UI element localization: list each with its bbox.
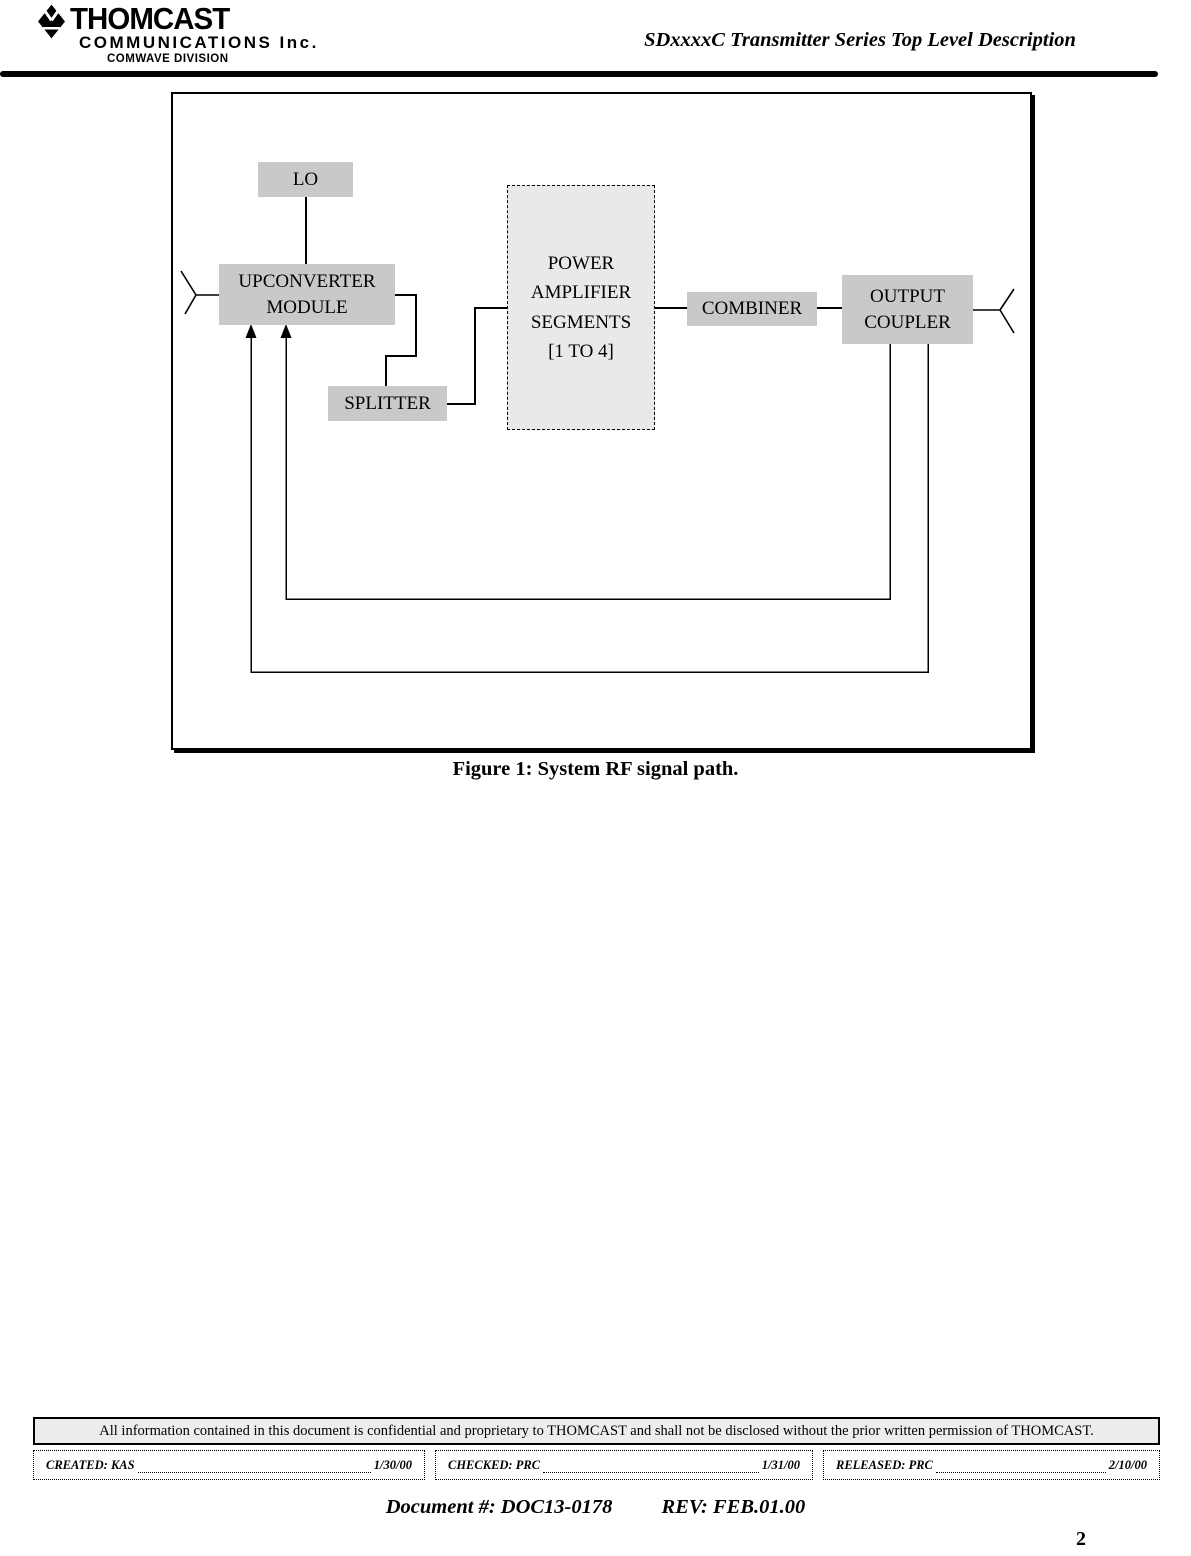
wire-upconverter-to-splitter [385, 294, 417, 386]
approval-released-cell: RELEASED: PRC 2/10/00 [823, 1450, 1160, 1480]
block-power-amplifier-segments: POWER AMPLIFIER SEGMENTS [1 TO 4] [507, 185, 655, 430]
wire-feedback-inner [285, 337, 891, 600]
dot-leader [137, 1457, 371, 1474]
page-number: 2 [1076, 1528, 1086, 1550]
block-lo: LO [258, 162, 353, 197]
block-combiner: COMBINER [687, 292, 817, 326]
wire-feedback-outer [250, 337, 929, 673]
block-upconverter-module: UPCONVERTER MODULE [219, 264, 395, 325]
company-name: THOMCAST [70, 1, 230, 36]
document-title: SDxxxxC Transmitter Series Top Level Des… [644, 29, 1076, 51]
revision: REV: FEB.01.00 [661, 1496, 806, 1518]
company-subtitle: COMMUNICATIONS Inc. [79, 33, 319, 52]
arrowhead-feedback-outer [245, 324, 257, 338]
confidentiality-notice: All information contained in this docume… [33, 1417, 1160, 1445]
approval-created-cell: CREATED: KAS 1/30/00 [33, 1450, 425, 1480]
approvals-table: CREATED: KAS 1/30/00 CHECKED: PRC 1/31/0… [33, 1450, 1160, 1480]
signal-path-lines [180, 197, 1015, 673]
arrowhead-feedback-inner [280, 324, 292, 338]
block-splitter: SPLITTER [328, 386, 447, 421]
header-divider [0, 71, 1158, 77]
wire-splitter-to-amplifier [447, 307, 507, 405]
approval-released-date: 2/10/00 [1108, 1457, 1147, 1472]
approval-checked-date: 1/31/00 [761, 1457, 800, 1472]
block-output-coupler: OUTPUT COUPLER [842, 275, 973, 344]
document-number: Document #: DOC13-0178 [385, 1496, 613, 1518]
document-reference-line: Document #: DOC13-0178 REV: FEB.01.00 [0, 1496, 1191, 1519]
figure-frame: LO UPCONVERTER MODULE SPLITTER POWER AMP… [171, 92, 1032, 750]
output-antenna-icon [973, 288, 1015, 334]
input-antenna-icon [180, 270, 219, 315]
figure-caption: Figure 1: System RF signal path. [452, 758, 739, 780]
approval-checked-cell: CHECKED: PRC 1/31/00 [435, 1450, 813, 1480]
thomcast-diamond-icon [38, 4, 65, 39]
company-division: COMWAVE DIVISION [107, 53, 229, 65]
approval-created-label: CREATED: KAS [46, 1457, 135, 1472]
approval-released-label: RELEASED: PRC [836, 1457, 933, 1472]
approval-created-date: 1/30/00 [373, 1457, 412, 1472]
dot-leader [543, 1457, 759, 1474]
approval-checked-label: CHECKED: PRC [448, 1457, 541, 1472]
dot-leader [935, 1457, 1106, 1474]
